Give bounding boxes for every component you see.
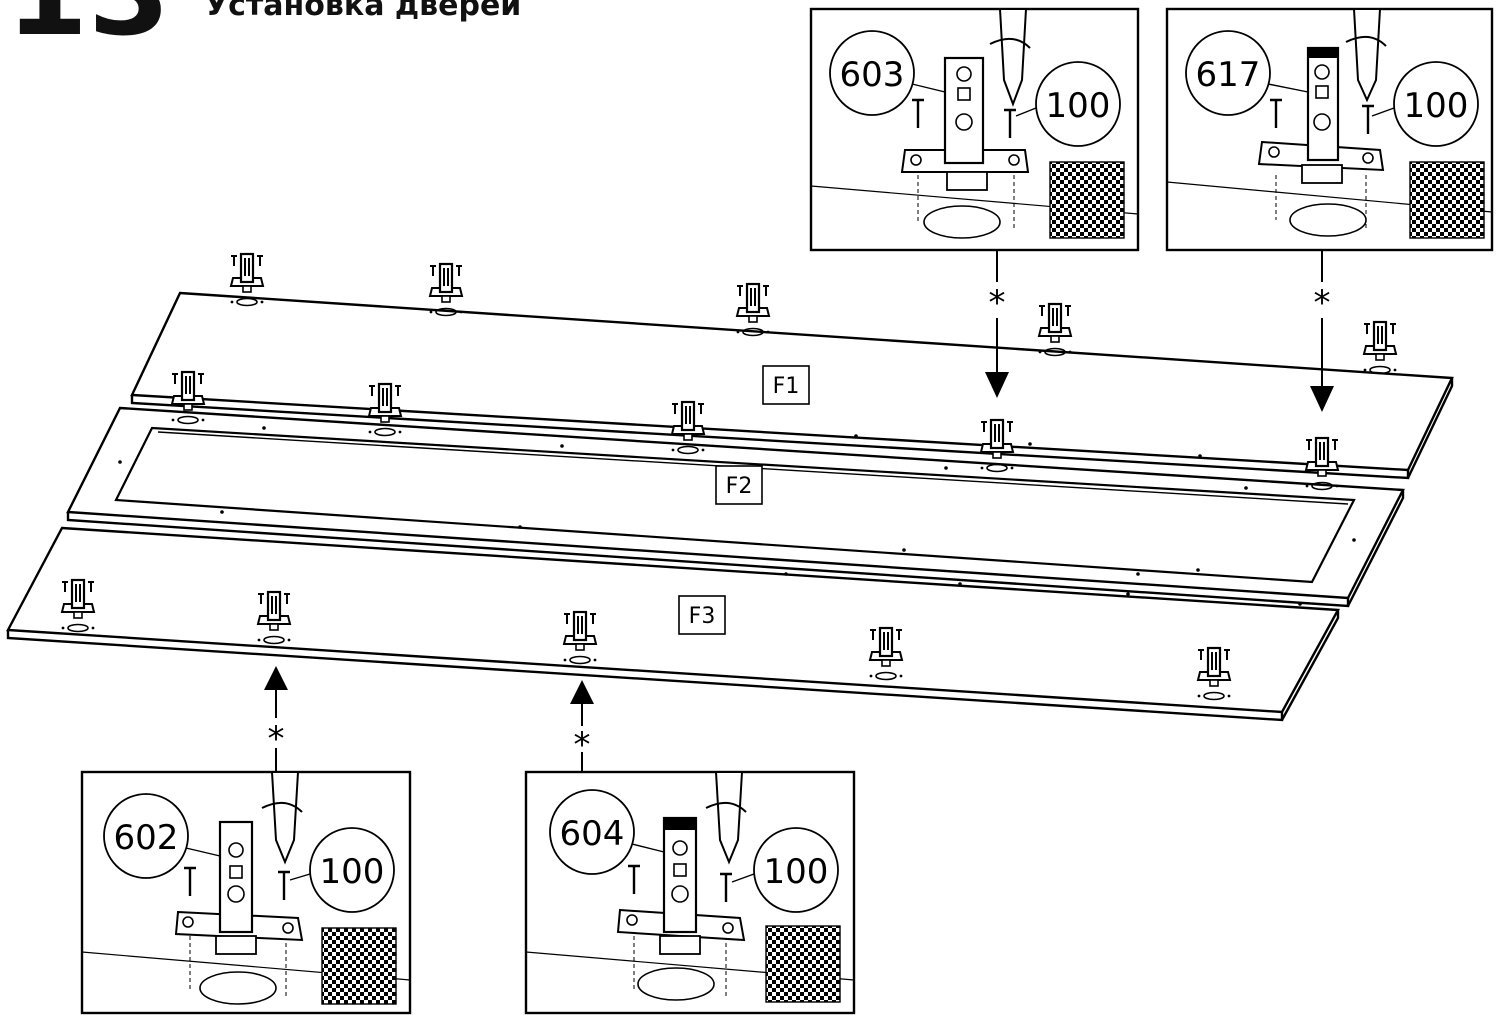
detail-inset-603: 603 100 [809, 7, 1140, 252]
svg-text:100: 100 [1046, 86, 1111, 126]
arrow-602: * [264, 666, 288, 772]
svg-text:F1: F1 [773, 374, 800, 399]
hinge-icon [735, 282, 771, 337]
svg-text:*: * [268, 719, 285, 759]
arrow-604: * [570, 680, 594, 772]
qr-code-icon [765, 925, 841, 1003]
detail-inset-602: 602 100 [80, 770, 412, 1015]
hinge-icon [1037, 302, 1073, 357]
panel-label-f2: F2 [715, 465, 763, 505]
panel-label-f3: F3 [678, 595, 726, 635]
panel-f3 [6, 526, 1340, 722]
step-number: 13 [6, 0, 170, 52]
detail-inset-604: 604 100 [524, 770, 856, 1015]
detail-inset-617: 617 100 [1165, 7, 1494, 252]
svg-text:617: 617 [1196, 55, 1261, 95]
qr-code-icon [1409, 161, 1485, 239]
svg-text:*: * [574, 725, 591, 765]
svg-text:F2: F2 [726, 474, 753, 499]
qr-code-icon [1049, 161, 1125, 239]
qr-code-icon [321, 927, 397, 1005]
arrow-617: * [1310, 250, 1334, 412]
hinge-icon [428, 262, 464, 317]
svg-text:*: * [1314, 283, 1331, 323]
svg-text:603: 603 [840, 55, 905, 95]
svg-text:602: 602 [114, 818, 179, 858]
hinge-icon [1362, 320, 1398, 375]
svg-text:100: 100 [320, 852, 385, 892]
panel-label-f1: F1 [762, 365, 810, 405]
svg-text:100: 100 [764, 852, 829, 892]
svg-text:100: 100 [1404, 86, 1469, 126]
svg-text:*: * [989, 283, 1006, 323]
svg-text:604: 604 [560, 814, 625, 854]
hole-dots [118, 426, 1356, 606]
svg-text:F3: F3 [689, 604, 716, 629]
arrow-603: * [985, 250, 1009, 398]
step-title: Установка дверей [205, 0, 522, 23]
